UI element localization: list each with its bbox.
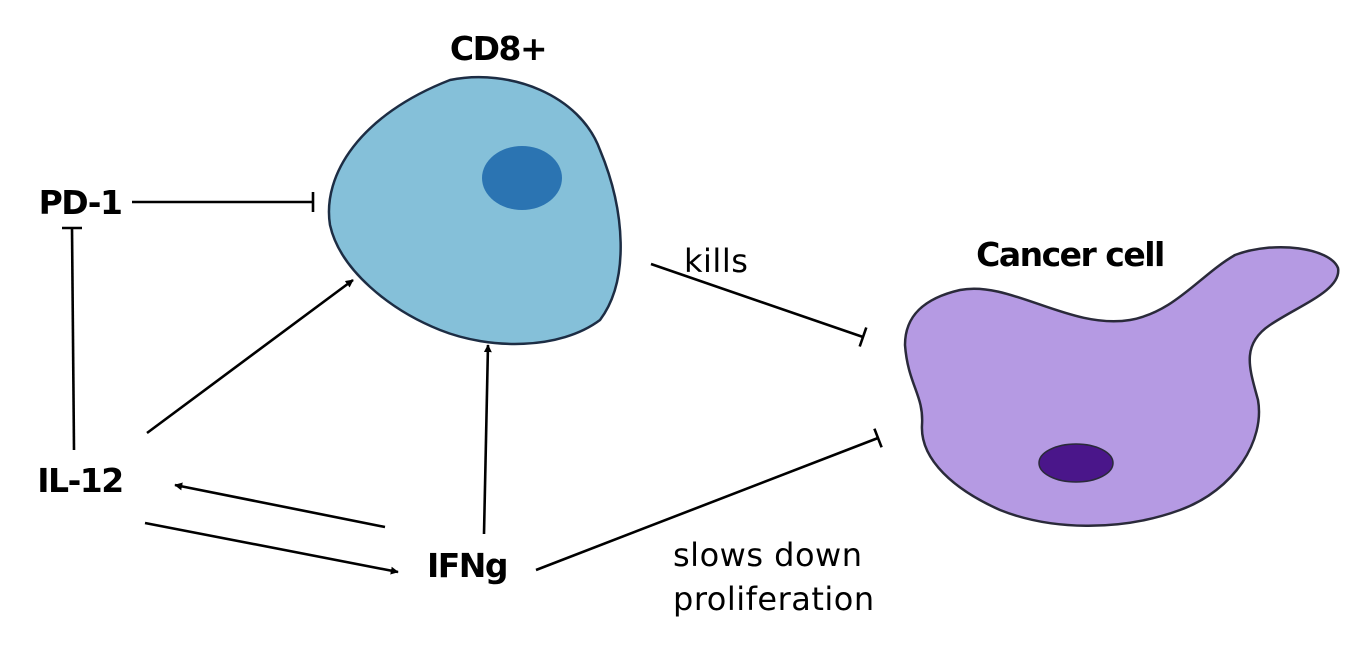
label-cd8: CD8+ xyxy=(450,29,546,68)
cd8-cell-body xyxy=(327,75,622,346)
label-kills: kills xyxy=(684,242,748,280)
edge-il12-activates-ifng xyxy=(144,521,399,575)
edges xyxy=(62,192,883,575)
cancer-cell-nucleus xyxy=(1038,443,1114,483)
cancer-cell xyxy=(903,245,1340,527)
edge-il12-inhibits-pd1 xyxy=(62,226,82,451)
label-il12: IL-12 xyxy=(37,461,122,500)
cancer-cell-body xyxy=(903,245,1340,527)
label-ifng: IFNg xyxy=(427,546,507,585)
edge-ifng-activates-cd8 xyxy=(482,344,492,535)
edge-cd8-kills-cancer xyxy=(650,262,868,347)
cd8-cell-nucleus xyxy=(482,146,562,210)
label-cancer-cell: Cancer cell xyxy=(976,235,1164,274)
cd8-cell xyxy=(327,75,622,346)
label-pd1: PD-1 xyxy=(39,183,122,222)
edge-ifng-slows-cancer xyxy=(535,428,883,572)
edge-ifng-activates-il12 xyxy=(174,482,386,529)
label-slows-down: slows down xyxy=(673,536,863,574)
edge-il12-activates-cd8 xyxy=(146,278,354,435)
label-proliferation: proliferation xyxy=(673,580,875,618)
edge-pd1-inhibits-cd8 xyxy=(132,192,315,212)
